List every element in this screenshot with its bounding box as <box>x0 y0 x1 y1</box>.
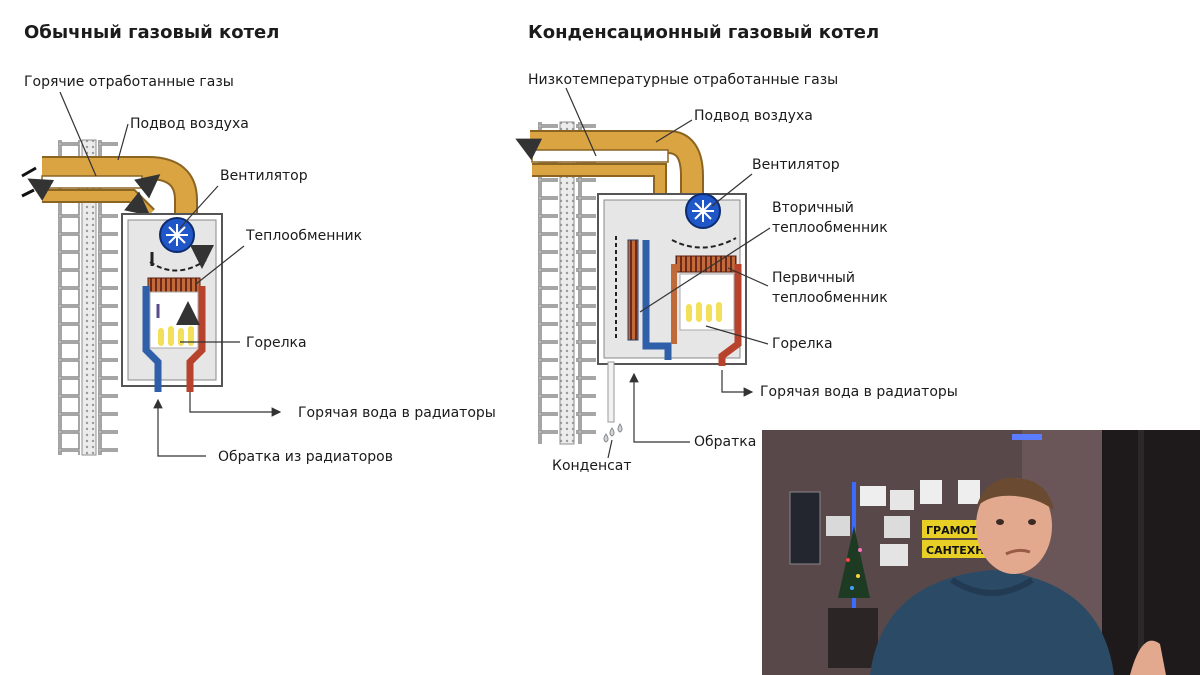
label-left-air-inlet: Подвод воздуха <box>130 116 249 132</box>
right-boiler-diagram <box>515 87 771 459</box>
label-right-return: Обратка <box>694 434 757 450</box>
label-right-fan: Вентилятор <box>752 157 840 173</box>
wall-poster-calendar <box>789 491 821 565</box>
right-wall-bricks <box>538 122 558 444</box>
right-flue-pipe <box>515 130 704 196</box>
label-left-fan: Вентилятор <box>220 168 308 184</box>
presenter-person <box>870 477 1166 675</box>
wall-sign: ГРАМОТН САНТЕХН <box>920 480 987 558</box>
right-diagram-title: Конденсационный газовый котел <box>528 22 880 43</box>
right-condensate-drain <box>603 361 623 443</box>
left-boiler-diagram <box>22 91 282 457</box>
right-wall-insulation <box>559 121 575 445</box>
label-left-burner: Горелка <box>246 335 307 351</box>
label-right-secondary-hx-line2: теплообменник <box>772 220 888 236</box>
label-right-condensate: Конденсат <box>552 458 632 474</box>
left-wall-inner <box>98 140 118 455</box>
left-wall-bricks <box>58 140 80 455</box>
left-flue-pipe <box>22 168 198 219</box>
left-fan <box>149 217 206 271</box>
right-fan <box>671 193 737 249</box>
label-right-hot-water: Горячая вода в радиаторы <box>760 384 958 400</box>
label-right-secondary-hx-line1: Вторичный <box>772 200 854 216</box>
label-right-primary-hx-line2: теплообменник <box>772 290 888 306</box>
right-wall-inner <box>576 122 596 444</box>
left-heat-exchanger <box>147 277 201 293</box>
left-diagram-title: Обычный газовый котел <box>24 22 280 43</box>
label-left-heat-exchanger: Теплообменник <box>246 228 363 244</box>
right-secondary-heat-exchanger <box>627 239 639 341</box>
webcam-overlay: ГРАМОТН САНТЕХН <box>762 430 1200 675</box>
label-right-burner: Горелка <box>772 336 833 352</box>
label-right-exhaust: Низкотемпературные отработанные газы <box>528 72 839 88</box>
label-right-air-inlet: Подвод воздуха <box>694 108 813 124</box>
right-burner-flames <box>686 302 722 322</box>
label-left-hot-water: Горячая вода в радиаторы <box>298 405 496 421</box>
label-left-exhaust: Горячие отработанные газы <box>24 74 234 90</box>
label-right-primary-hx-line1: Первичный <box>772 270 855 286</box>
left-wall-insulation <box>81 139 97 456</box>
sign-text-line2: САНТЕХН <box>926 544 985 557</box>
sign-text-line1: ГРАМОТН <box>926 524 987 537</box>
christmas-tree <box>838 526 870 598</box>
label-left-return: Обратка из радиаторов <box>218 449 393 465</box>
